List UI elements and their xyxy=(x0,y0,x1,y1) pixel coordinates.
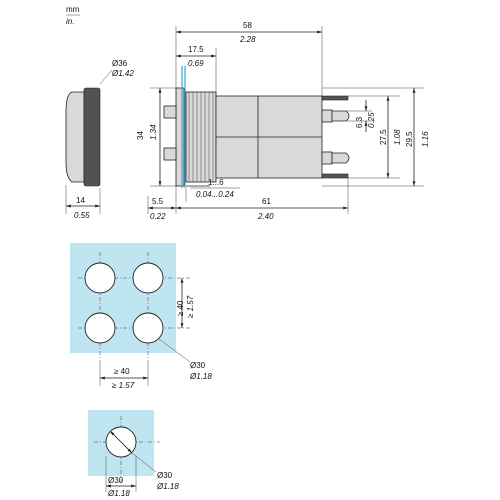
single-hole-in: Ø1.18 xyxy=(156,482,179,491)
single-width-in: Ø1.18 xyxy=(107,489,130,498)
bezel-in: 0.22 xyxy=(150,212,166,221)
hole-diameter-in: Ø1.18 xyxy=(189,372,212,381)
side-depth-mm: 14 xyxy=(76,196,85,205)
cutout-hole xyxy=(84,312,116,344)
spacing-v-in: ≥ 1.57 xyxy=(186,295,195,318)
main-height-mm: 34 xyxy=(136,131,145,140)
body-length-mm: 61 xyxy=(262,197,271,206)
units-legend: mm in. xyxy=(66,5,80,26)
cutout-single-hole: Ø30 Ø1.18 Ø30 Ø1.18 xyxy=(88,410,179,498)
side-diameter-in: Ø1.42 xyxy=(111,69,134,78)
tab-mm: 6.3 xyxy=(355,116,364,128)
hole-diameter-mm: Ø30 xyxy=(190,361,206,370)
unit-mm: mm xyxy=(66,5,80,14)
side-view: Ø36 Ø1.42 14 0.55 xyxy=(65,59,134,220)
cutout-hole xyxy=(132,312,164,344)
spacing-h-in: ≥ 1.57 xyxy=(112,381,135,390)
cutout-hole xyxy=(132,262,164,294)
spacing-v-mm: ≥ 40 xyxy=(176,300,185,316)
unit-in: in. xyxy=(66,17,74,26)
overall-h-mm: 29.5 xyxy=(405,131,414,147)
side-depth-in: 0.55 xyxy=(74,211,90,220)
block-in: 1.08 xyxy=(393,129,402,145)
body-length-in: 2.40 xyxy=(257,212,274,221)
panel-thickness-mm: 1...6 xyxy=(208,178,224,187)
block-mm: 27.5 xyxy=(379,129,388,145)
front-mm: 17.5 xyxy=(188,45,204,54)
total-length-in: 2.28 xyxy=(239,35,256,44)
spacing-h-mm: ≥ 40 xyxy=(114,367,130,376)
overall-h-in: 1.16 xyxy=(421,131,430,147)
cutout-four-holes: ≥ 40 ≥ 1.57 ≥ 40 ≥ 1.57 Ø30 Ø1.18 xyxy=(70,243,212,390)
cutout-hole xyxy=(84,262,116,294)
side-diameter-mm: Ø36 xyxy=(112,59,128,68)
panel-thickness-in: 0.04...0.24 xyxy=(196,190,234,199)
tab-in: 0.25 xyxy=(367,112,376,128)
main-height-in: 1.34 xyxy=(149,124,158,140)
single-hole-mm: Ø30 xyxy=(157,471,173,480)
main-view: 34 1.34 58 2.28 xyxy=(136,21,430,221)
single-width-mm: Ø30 xyxy=(108,476,124,485)
total-length-mm: 58 xyxy=(243,21,252,30)
front-in: 0.69 xyxy=(188,59,204,68)
bezel-mm: 5.5 xyxy=(152,197,164,206)
